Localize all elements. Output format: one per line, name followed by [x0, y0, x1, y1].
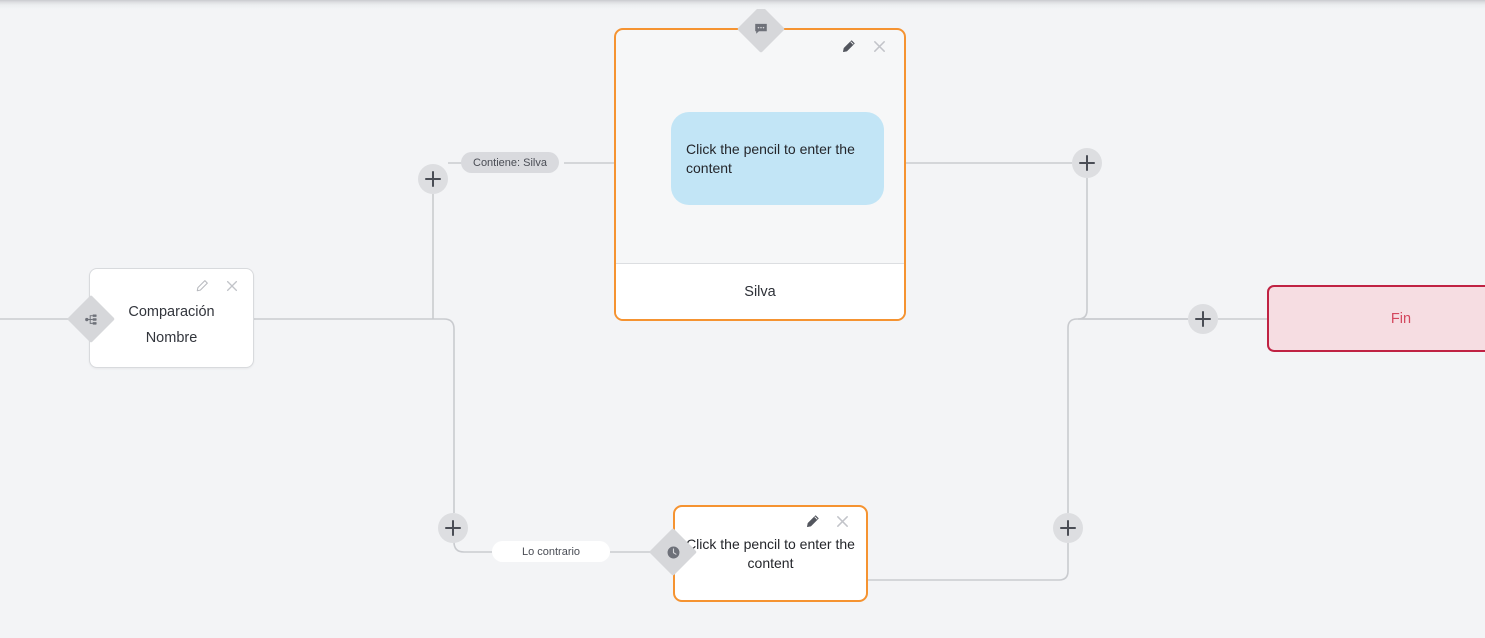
node-chat-message[interactable]: Click the pencil to enter the content Si…: [614, 28, 906, 321]
node-chat-actions: [841, 39, 887, 54]
node-wait-message[interactable]: Click the pencil to enter the content: [673, 505, 868, 602]
node-wait-text: Click the pencil to enter the content: [686, 536, 855, 572]
node-chat-footer: Silva: [616, 263, 904, 319]
port-diamond-chat[interactable]: [736, 4, 786, 54]
node-fin[interactable]: Fin: [1267, 285, 1485, 352]
add-node-button-branch-false[interactable]: [438, 513, 468, 543]
pencil-icon[interactable]: [841, 39, 856, 54]
add-node-button-before-fin[interactable]: [1188, 304, 1218, 334]
add-node-button-after-chat[interactable]: [1072, 148, 1102, 178]
node-chat-bubble-text: Click the pencil to enter the content: [686, 140, 855, 176]
close-icon[interactable]: [835, 514, 850, 529]
close-icon[interactable]: [872, 39, 887, 54]
pencil-icon[interactable]: [195, 279, 209, 293]
add-node-button-branch-true[interactable]: [418, 164, 448, 194]
clock-icon: [656, 535, 690, 569]
node-chat-footer-label: Silva: [744, 283, 776, 300]
node-wait-actions: [805, 514, 850, 529]
node-comparacion-subtitle: Nombre: [145, 330, 198, 347]
port-diamond-comparacion[interactable]: [66, 294, 116, 344]
edge-label-lo-contrario[interactable]: Lo contrario: [492, 541, 610, 562]
node-comparacion-title: Comparación: [128, 304, 215, 320]
edge-label-contiene[interactable]: Contiene: Silva: [461, 152, 559, 173]
node-chat-bubble: Click the pencil to enter the content: [671, 112, 884, 205]
add-node-button-after-wait[interactable]: [1053, 513, 1083, 543]
pencil-icon[interactable]: [805, 514, 820, 529]
message-icon: [744, 12, 778, 46]
node-fin-label: Fin: [1390, 310, 1412, 327]
port-diamond-wait[interactable]: [648, 527, 698, 577]
node-comparacion-text: Comparación Nombre: [90, 299, 253, 352]
node-comparacion[interactable]: Comparación Nombre: [89, 268, 254, 368]
branch-icon: [74, 302, 108, 336]
node-comparacion-actions: [195, 279, 239, 293]
close-icon[interactable]: [225, 279, 239, 293]
